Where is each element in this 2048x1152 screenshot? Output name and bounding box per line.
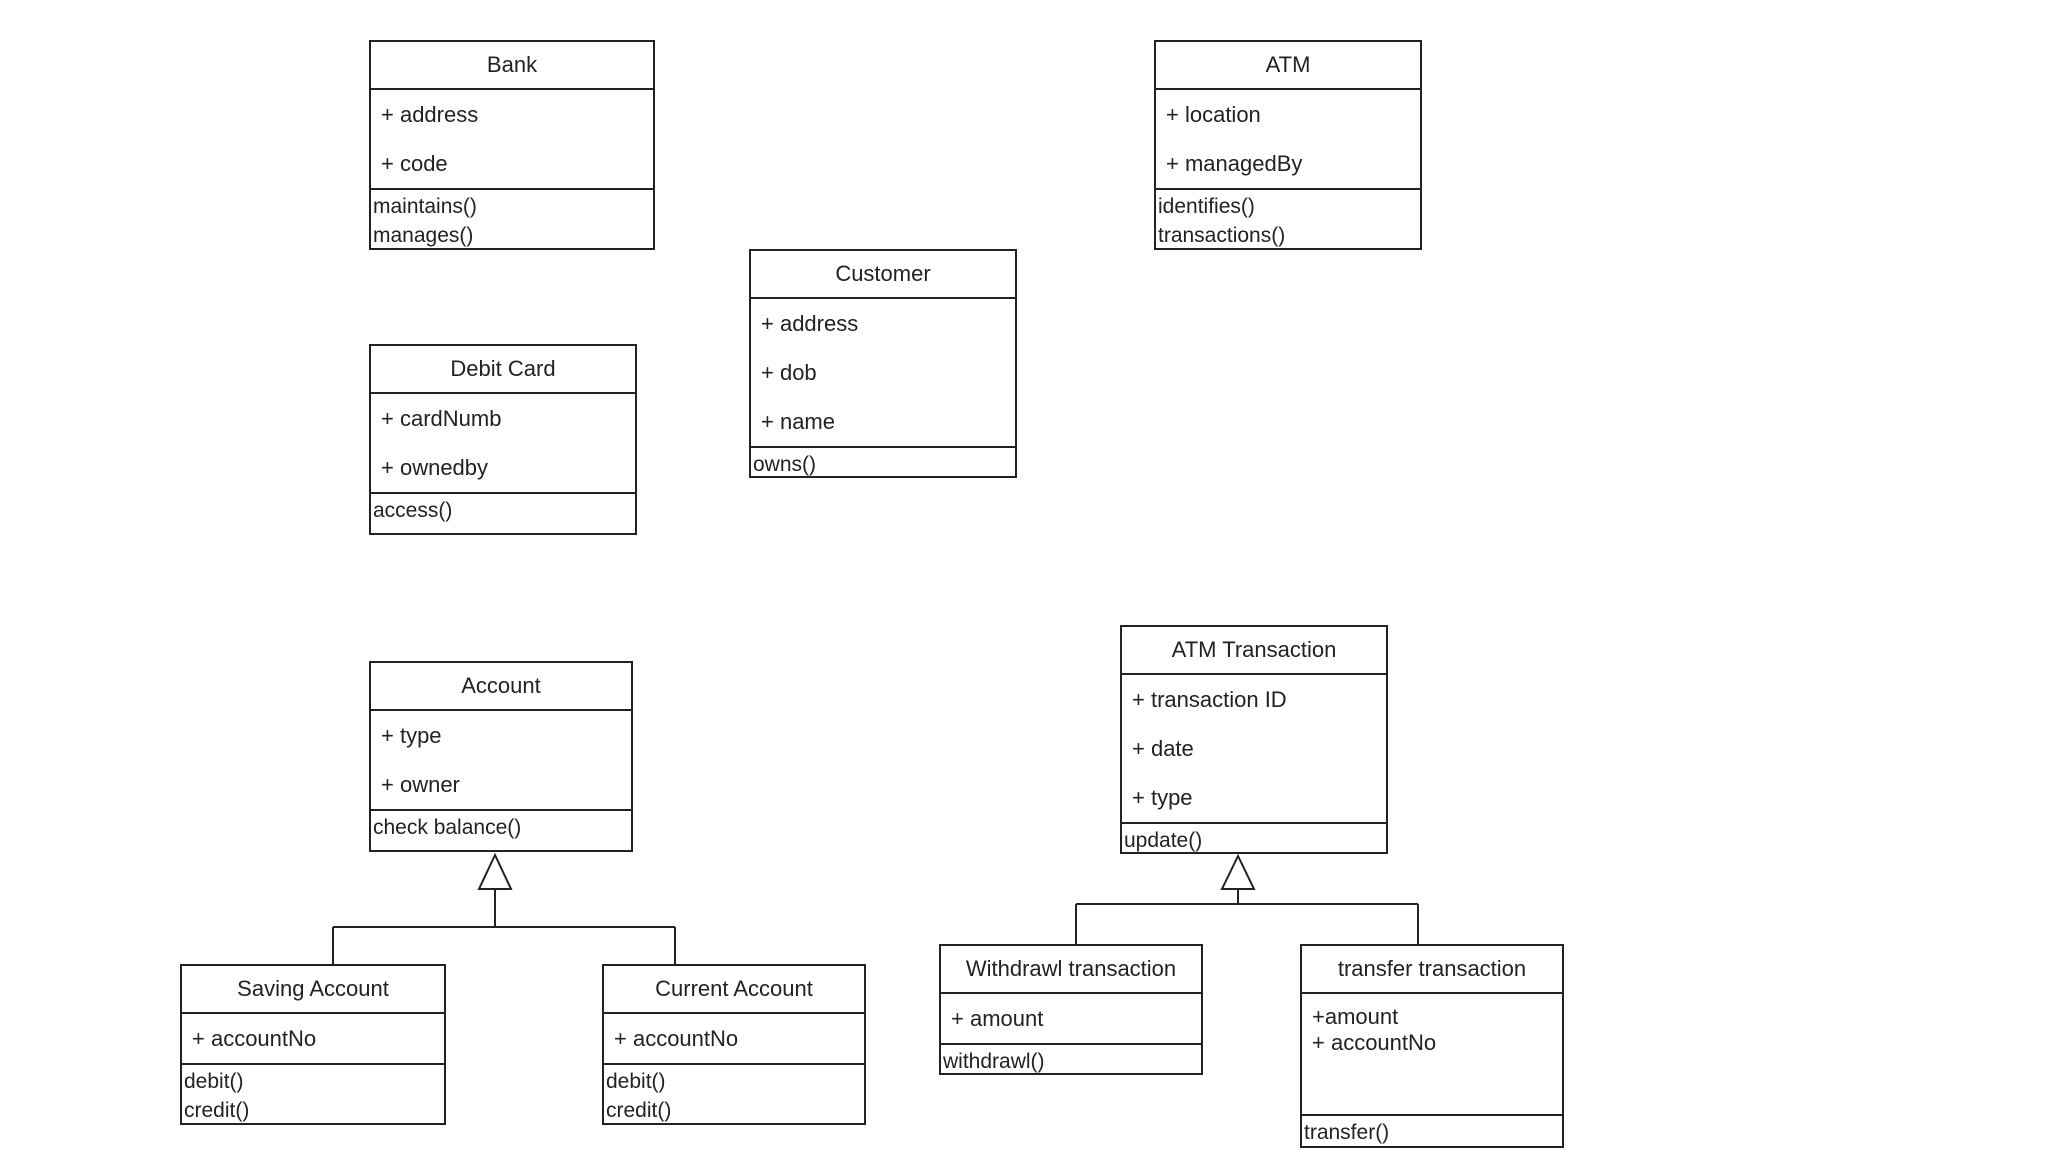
attributes-compartment: + address + code	[371, 90, 653, 190]
operations-compartment: identifies() transactions()	[1156, 190, 1420, 250]
class-name: Customer	[751, 251, 1015, 299]
attributes-compartment: + location + managedBy	[1156, 90, 1420, 190]
operation: credit()	[606, 1099, 672, 1122]
operations-compartment: debit() credit()	[182, 1065, 444, 1125]
operation: debit()	[184, 1070, 244, 1093]
class-account[interactable]: Account + type + owner check balance()	[369, 661, 633, 852]
inheritance-arrowhead-account	[477, 852, 513, 890]
class-name: ATM	[1156, 42, 1420, 90]
operation: transfer()	[1304, 1121, 1390, 1144]
attribute: + owner	[381, 772, 460, 797]
class-withdrawl-transaction[interactable]: Withdrawl transaction + amount withdrawl…	[939, 944, 1203, 1075]
class-name: Current Account	[604, 966, 864, 1014]
class-debit-card[interactable]: Debit Card + cardNumb + ownedby access()	[369, 344, 637, 535]
operation: check balance()	[373, 816, 522, 839]
class-name: Withdrawl transaction	[941, 946, 1201, 994]
operations-compartment: withdrawl()	[941, 1045, 1201, 1076]
attributes-compartment: +amount + accountNo	[1302, 994, 1562, 1116]
operations-compartment: check balance()	[371, 811, 631, 842]
attribute: + accountNo	[614, 1026, 739, 1051]
inheritance-arrowhead-atm-transaction	[1220, 853, 1256, 890]
class-name: Saving Account	[182, 966, 444, 1014]
class-bank[interactable]: Bank + address + code maintains() manage…	[369, 40, 655, 250]
operations-compartment: owns()	[751, 448, 1015, 479]
attribute: + code	[381, 151, 448, 176]
operation: identifies()	[1158, 195, 1255, 218]
attribute: + ownedby	[381, 455, 489, 480]
class-atm-transaction[interactable]: ATM Transaction + transaction ID + date …	[1120, 625, 1388, 854]
attribute: + address	[381, 102, 479, 127]
class-name: ATM Transaction	[1122, 627, 1386, 675]
operation: owns()	[753, 453, 817, 476]
class-name: Bank	[371, 42, 653, 90]
attribute: + name	[761, 409, 835, 434]
operation: maintains()	[373, 195, 477, 218]
class-name: Account	[371, 663, 631, 711]
attribute: + cardNumb	[381, 406, 502, 431]
attribute: + address	[761, 311, 859, 336]
attribute: + type	[1132, 785, 1193, 810]
class-saving-account[interactable]: Saving Account + accountNo debit() credi…	[180, 964, 446, 1125]
class-customer[interactable]: Customer + address + dob + name owns()	[749, 249, 1017, 478]
attribute: + type	[381, 723, 442, 748]
operations-compartment: access()	[371, 494, 635, 525]
class-name: transfer transaction	[1302, 946, 1562, 994]
class-current-account[interactable]: Current Account + accountNo debit() cred…	[602, 964, 866, 1125]
attribute: + dob	[761, 360, 817, 385]
attribute: + managedBy	[1166, 151, 1303, 176]
operation: update()	[1124, 829, 1203, 852]
class-transfer-transaction[interactable]: transfer transaction +amount + accountNo…	[1300, 944, 1564, 1148]
operations-compartment: update()	[1122, 824, 1386, 855]
operations-compartment: debit() credit()	[604, 1065, 864, 1125]
attribute: + transaction ID	[1132, 687, 1287, 712]
class-atm[interactable]: ATM + location + managedBy identifies() …	[1154, 40, 1422, 250]
attributes-compartment: + address + dob + name	[751, 299, 1015, 448]
attribute: + accountNo	[1312, 1030, 1437, 1055]
attributes-compartment: + cardNumb + ownedby	[371, 394, 635, 494]
attributes-compartment: + transaction ID + date + type	[1122, 675, 1386, 824]
attribute: + location	[1166, 102, 1261, 127]
attributes-compartment: + type + owner	[371, 711, 631, 811]
attribute: +amount	[1312, 1004, 1399, 1029]
operation: credit()	[184, 1099, 250, 1122]
operation: debit()	[606, 1070, 666, 1093]
attribute: + accountNo	[192, 1026, 317, 1051]
class-name: Debit Card	[371, 346, 635, 394]
attributes-compartment: + accountNo	[604, 1014, 864, 1065]
attributes-compartment: + amount	[941, 994, 1201, 1045]
attribute: + amount	[951, 1006, 1044, 1031]
operations-compartment: maintains() manages()	[371, 190, 653, 250]
operation: manages()	[373, 224, 474, 247]
attribute: + date	[1132, 736, 1194, 761]
attributes-compartment: + accountNo	[182, 1014, 444, 1065]
operation: transactions()	[1158, 224, 1286, 247]
operation: withdrawl()	[943, 1050, 1045, 1073]
operations-compartment: transfer()	[1302, 1116, 1562, 1147]
operation: access()	[373, 499, 453, 522]
